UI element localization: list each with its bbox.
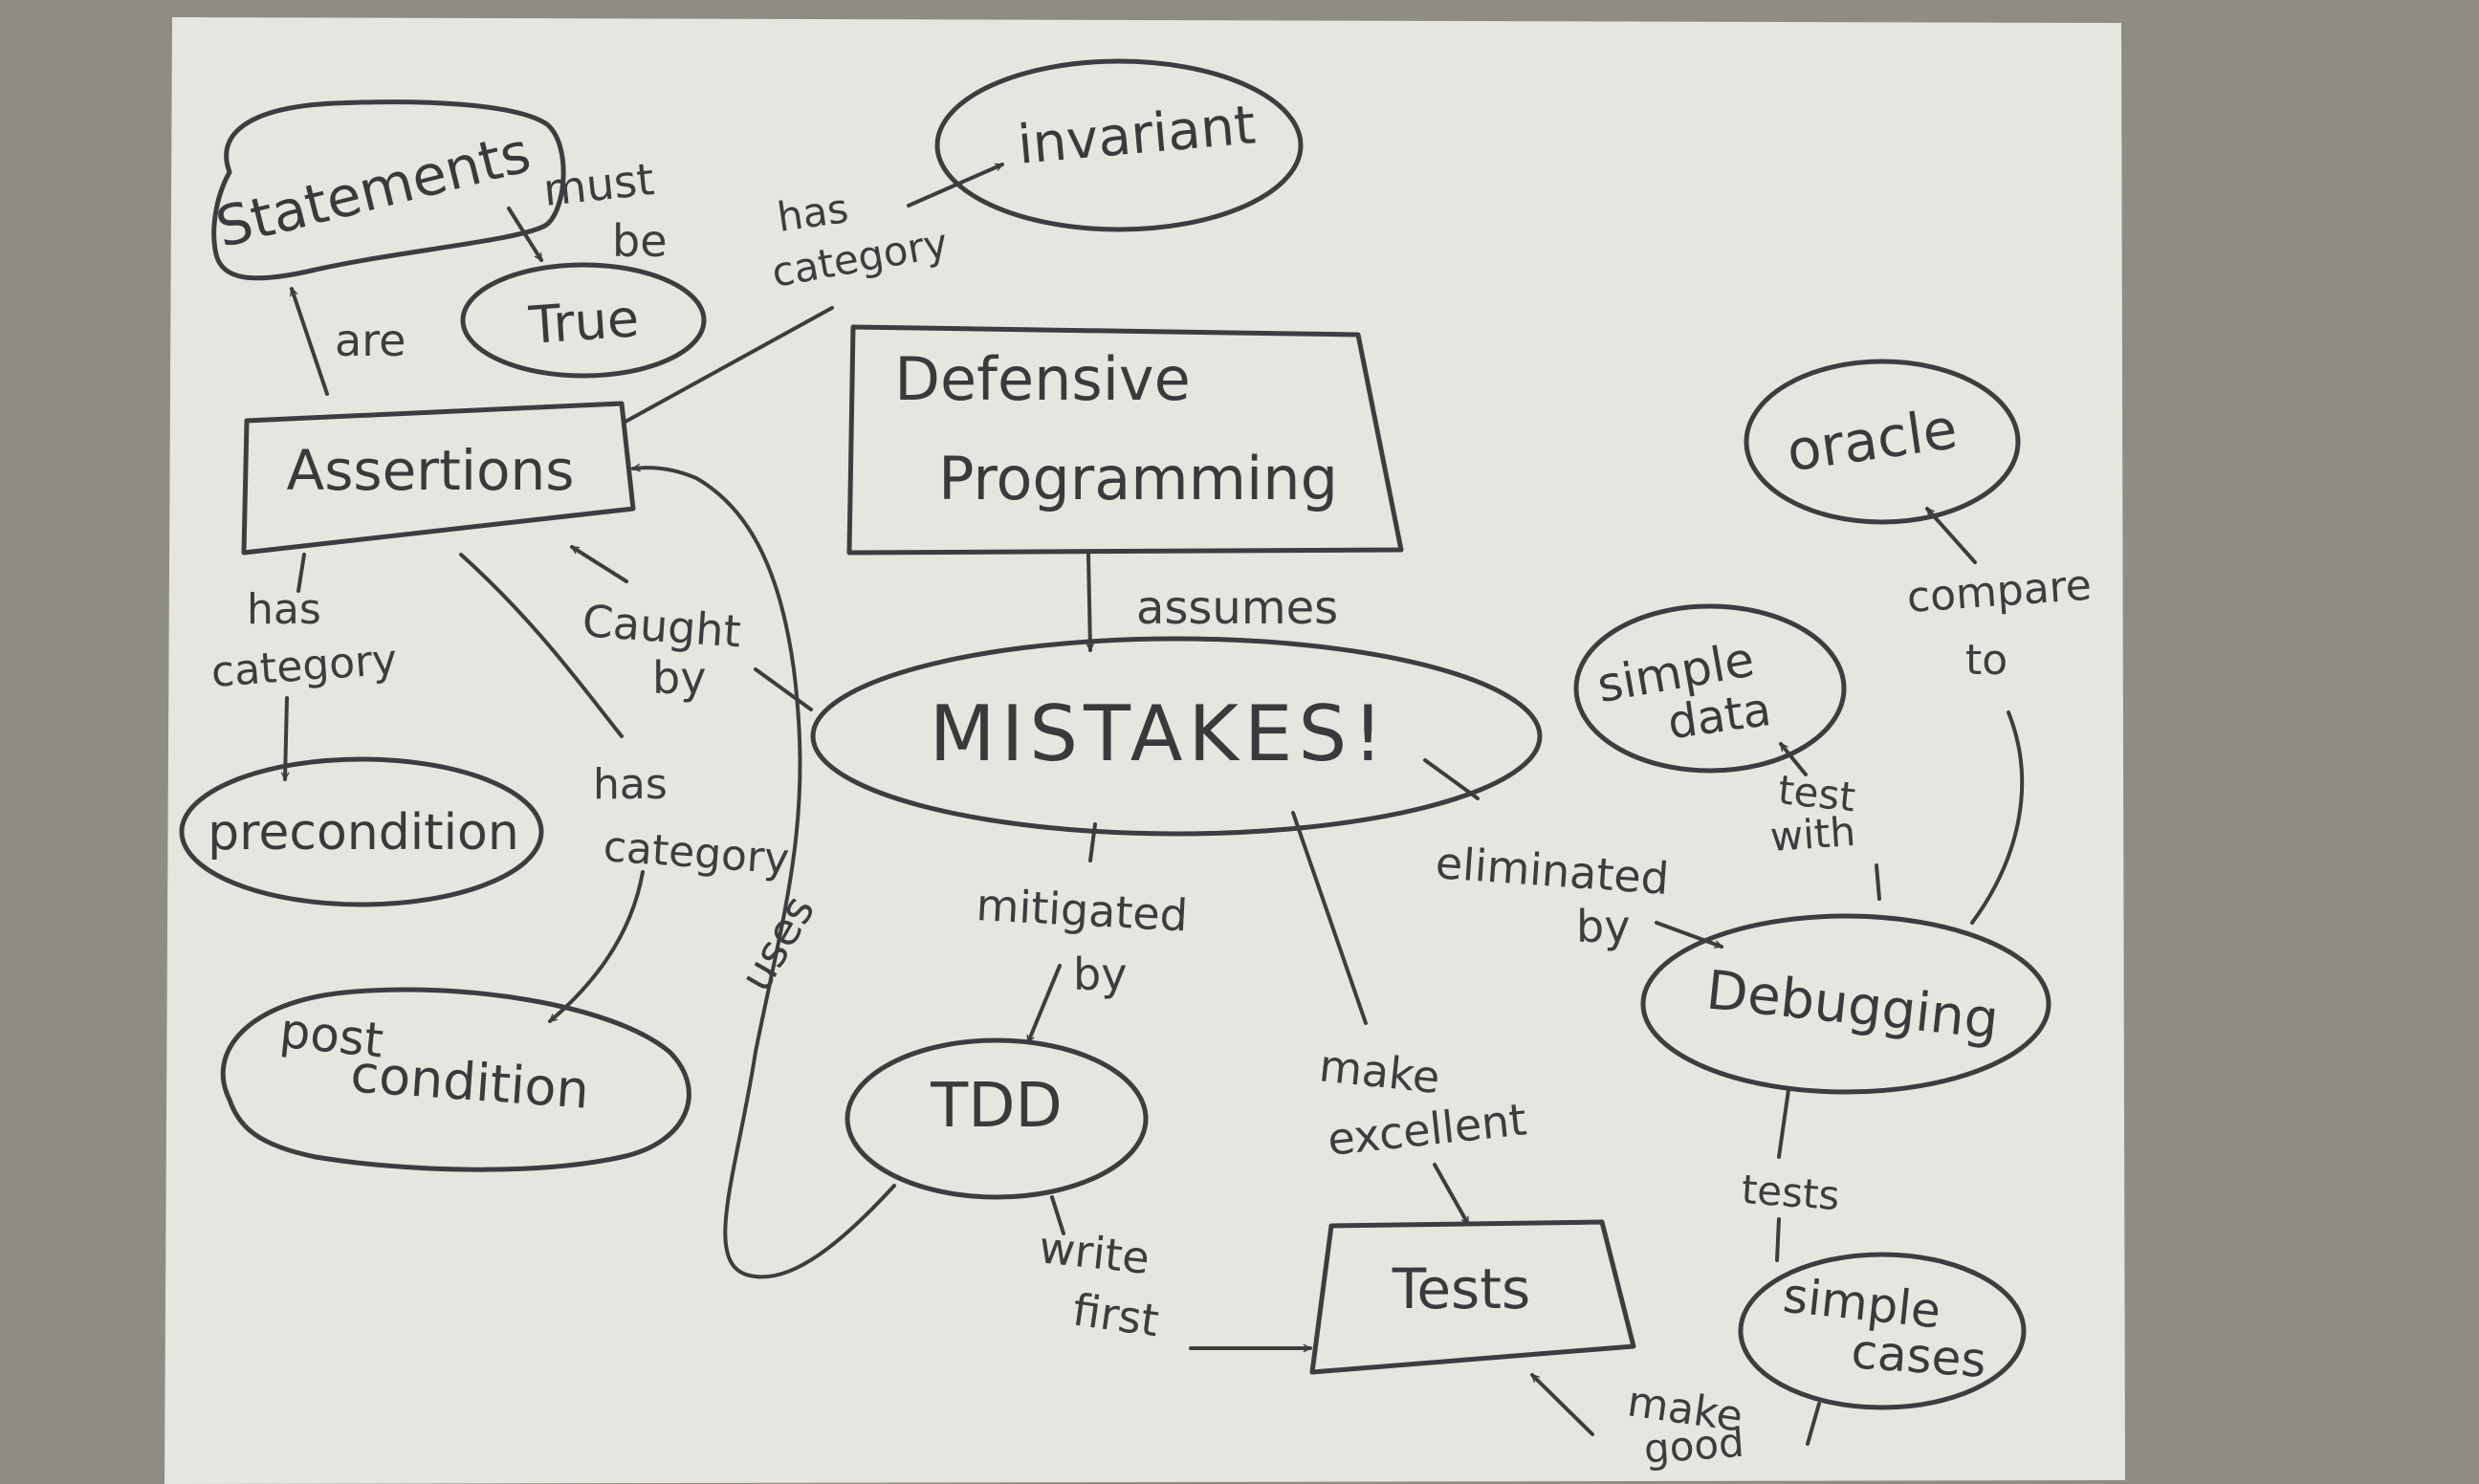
mistakes-label: MISTAKES!: [930, 689, 1390, 778]
edge-label-has-category-left-line1: has: [247, 585, 321, 634]
edge-tdd-write-first-tests: write first: [1037, 1195, 1312, 1348]
edge-assertions-has-category-precondition: has category: [209, 553, 399, 781]
node-tests: Tests: [1309, 1219, 1636, 1375]
node-tdd: TDD: [845, 1037, 1149, 1200]
edge-debugging-compare-to-oracle: compare to: [1905, 507, 2093, 925]
edge-label-test-with-line1: test: [1776, 766, 1857, 820]
edge-label-caught-by-line1: Caught: [581, 595, 742, 657]
simple-cases-label-line2: cases: [1850, 1323, 1988, 1388]
edge-statements-must-be-true: must be: [507, 153, 668, 267]
edge-label-write-first-line2: first: [1069, 1283, 1162, 1346]
edge-label-make-excellent-line1: make: [1317, 1039, 1442, 1103]
paper-sheet: [165, 17, 2125, 1484]
node-true: True: [460, 262, 707, 379]
tests-label: Tests: [1392, 1256, 1530, 1321]
edge-label-must-be-line1: must: [541, 153, 657, 216]
edge-debugging-tests-simple-cases: tests: [1740, 1088, 1841, 1262]
edge-simple-cases-make-good-tests: make good: [1530, 1373, 1821, 1473]
edge-label-mitigated-by-line1: mitigated: [975, 879, 1189, 942]
edge-label-tests: tests: [1740, 1166, 1841, 1219]
node-mistakes: MISTAKES!: [810, 636, 1543, 837]
defensive-programming-label-line1: Defensive: [894, 344, 1191, 414]
defensive-programming-label-line2: Programming: [938, 444, 1338, 513]
edge-label-make-good-line2: good: [1642, 1419, 1745, 1473]
edge-label-caught-by-line2: by: [652, 652, 706, 704]
edge-label-test-with-line2: with: [1768, 808, 1856, 861]
edge-label-assumes: assumes: [1136, 581, 1338, 635]
edge-mistakes-caught-by-assertions: Caught by: [570, 545, 813, 711]
node-assertions: Assertions: [241, 401, 636, 556]
assertions-label: Assertions: [287, 438, 575, 503]
edge-label-has-category-mid-line1: has: [593, 760, 668, 809]
precondition-label: precondition: [208, 804, 519, 862]
edge-debugging-test-with-simple-data: test with: [1768, 742, 1881, 901]
edge-assertions-are-statements: are: [290, 287, 406, 396]
edge-label-write-first-line1: write: [1037, 1221, 1152, 1284]
tdd-label: TDD: [930, 1071, 1063, 1142]
true-label: True: [526, 288, 641, 356]
edge-label-mitigated-by-line2: by: [1073, 949, 1127, 1000]
edge-label-are: are: [335, 315, 406, 366]
node-simple-cases: simple cases: [1738, 1252, 2027, 1410]
edge-label-must-be-line2: be: [612, 215, 668, 267]
node-defensive-programming: Defensive Programming: [846, 324, 1404, 556]
edge-defensive-programming-assumes-mistakes: assumes: [1088, 553, 1338, 652]
edge-label-eliminated-by-line2: by: [1576, 901, 1630, 952]
edge-label-has-category-top-line1: has: [775, 185, 851, 241]
postcondition-label-line1: post: [277, 1003, 385, 1069]
edge-mistakes-mitigated-by-tdd: mitigated by: [975, 822, 1189, 1044]
edge-label-compare-to-line2: to: [1965, 636, 2007, 685]
node-precondition: precondition: [179, 756, 544, 907]
